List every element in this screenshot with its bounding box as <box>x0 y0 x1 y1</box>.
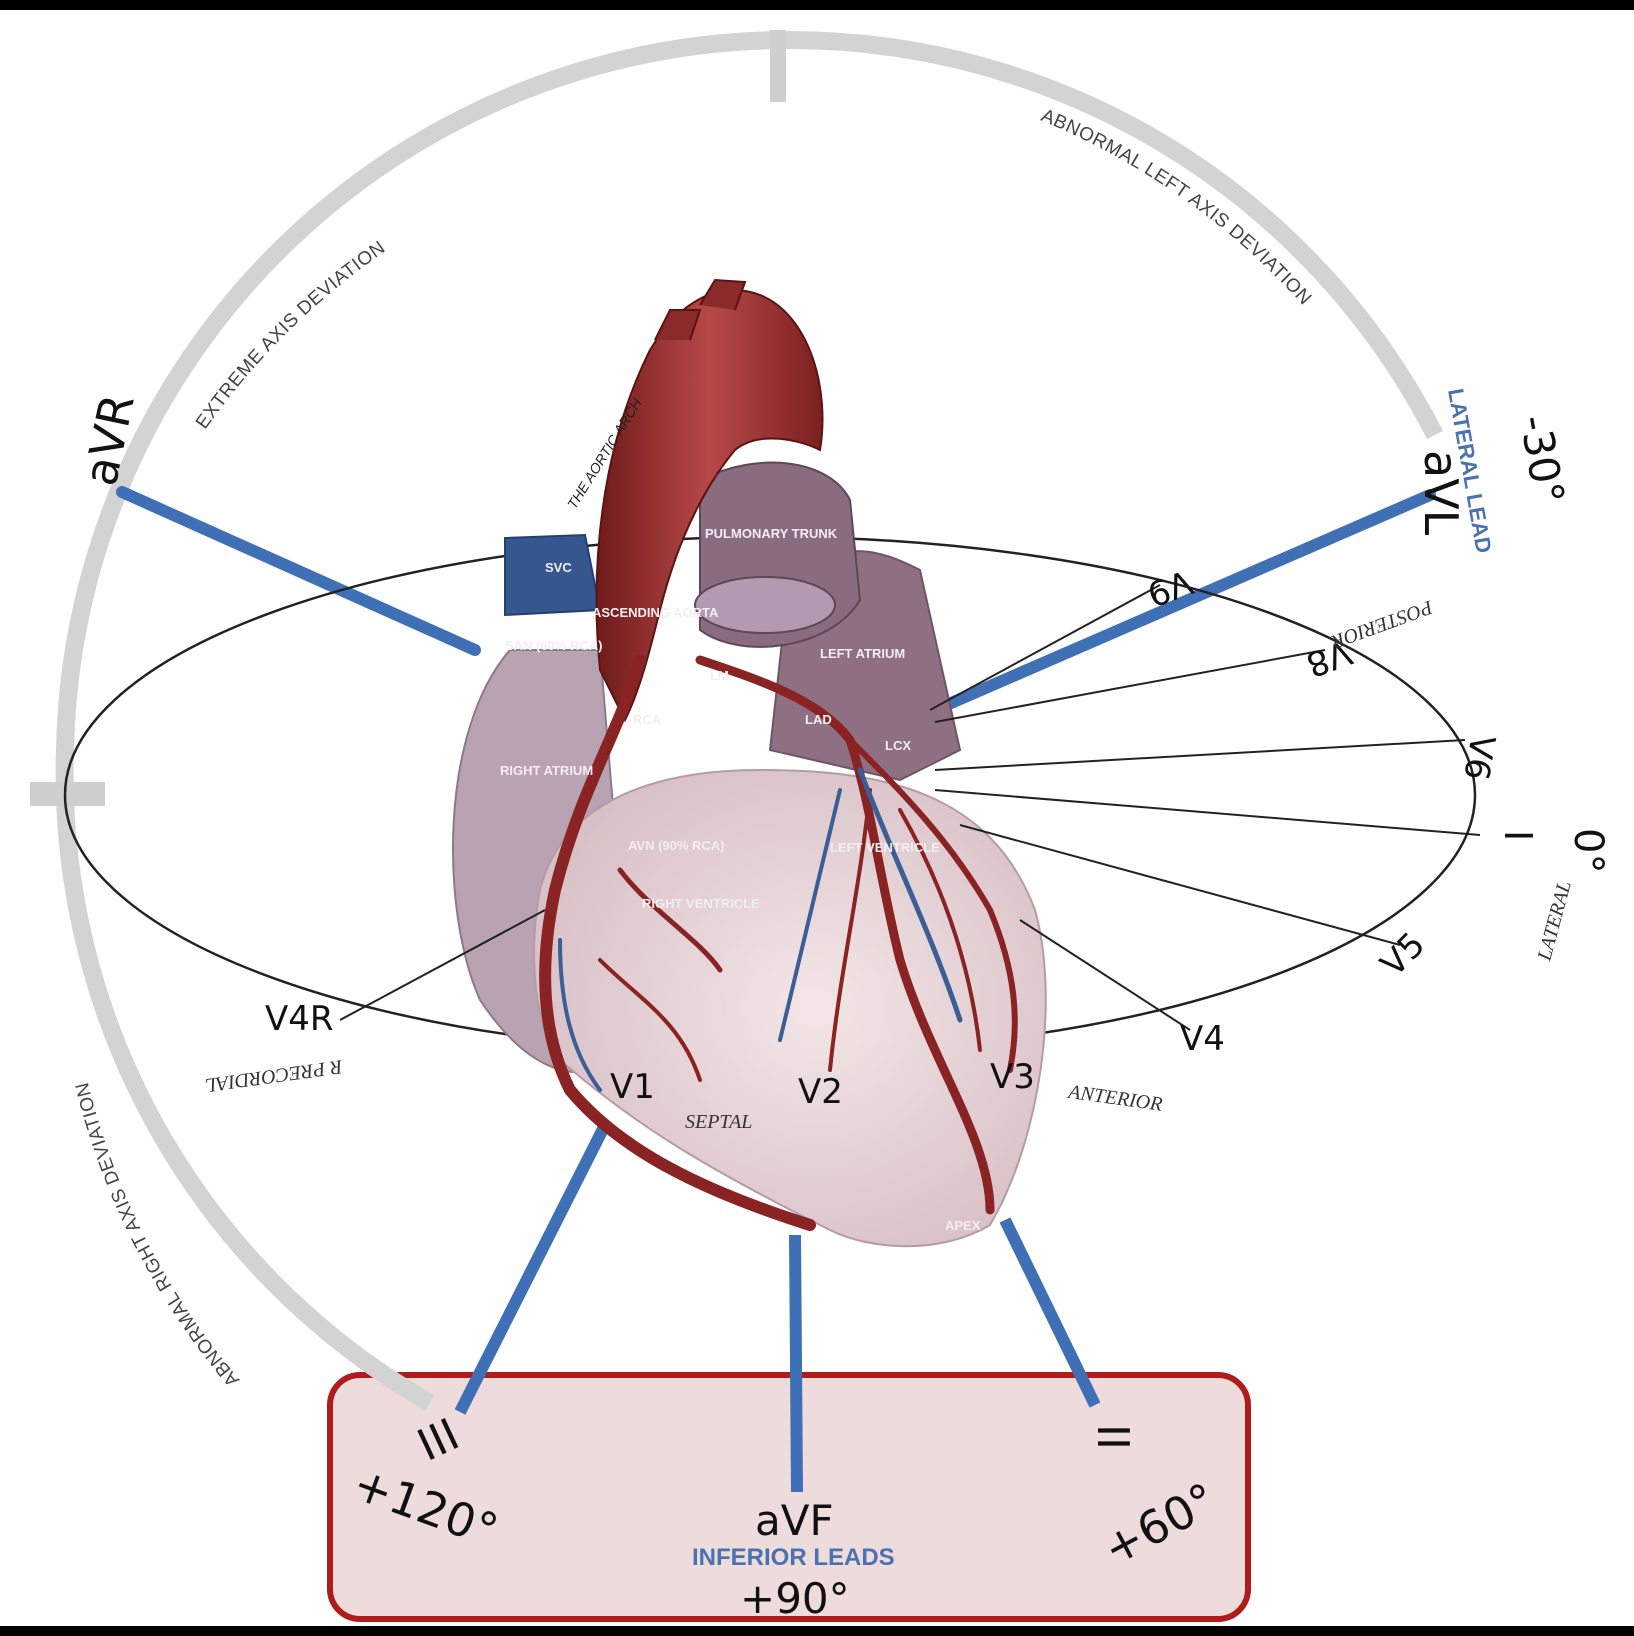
v5-label: V5 <box>1373 925 1433 985</box>
apex-label: APEX <box>945 1218 981 1233</box>
v4-label: V4 <box>1180 1019 1225 1059</box>
inferior-leads-label: INFERIOR LEADS <box>692 1544 895 1571</box>
left-axis-label: ABNORMAL LEFT AXIS DEVIATION <box>1038 105 1315 309</box>
v4r-label: V4R <box>265 999 334 1039</box>
lead-vectors <box>116 486 1436 1493</box>
precordial-lines <box>339 584 1481 1031</box>
lm-label: LM <box>710 668 729 683</box>
avf-vector <box>789 1234 803 1493</box>
san-label: SAN (60% RCA) <box>505 638 603 653</box>
diagram-canvas: EXTREME AXIS DEVIATION ABNORMAL LEFT AXI… <box>30 30 1611 1623</box>
right-atrium-label: RIGHT ATRIUM <box>500 763 593 778</box>
v3-label: V3 <box>990 1057 1035 1097</box>
inferior-highlight-box <box>327 1372 1251 1622</box>
rca-label: RCA <box>633 712 662 727</box>
v2-label: V2 <box>798 1072 843 1112</box>
lcx-label: LCX <box>885 738 911 753</box>
ventricles-shape <box>533 768 1047 1248</box>
extreme-axis-label: EXTREME AXIS DEVIATION <box>192 237 390 433</box>
avf-label: aVF <box>755 1496 834 1545</box>
axis-circle-arc <box>55 30 1444 1411</box>
aorta-shape <box>595 289 824 723</box>
right-ventricle-label: RIGHT VENTRICLE <box>642 896 760 911</box>
pulmonary-trunk-opening <box>694 576 836 634</box>
coronary-arteries <box>539 654 1018 1231</box>
lead-ii-vector <box>999 1217 1101 1408</box>
septal-label: SEPTAL <box>685 1111 752 1133</box>
left-atrium-label: LEFT ATRIUM <box>820 646 905 661</box>
posterior-label: POSTERIOR <box>1329 595 1437 652</box>
avr-vector <box>116 486 481 656</box>
left-tick <box>30 782 105 806</box>
lead-iii-vector <box>454 1122 611 1415</box>
aortic-arch-branches <box>654 278 747 341</box>
svc-shape <box>504 533 602 617</box>
left-ventricle-label: LEFT VENTRICLE <box>830 840 940 855</box>
svc-label: SVC <box>545 560 572 575</box>
ascending-aorta-label: ASCENDING AORTA <box>592 605 719 620</box>
ecg-axis-diagram: EXTREME AXIS DEVIATION ABNORMAL LEFT AXI… <box>0 10 1634 1626</box>
lead-i-degree-label: 0° <box>1565 828 1611 873</box>
v6-lateral-label: V6 <box>1455 732 1502 783</box>
avl-vector <box>929 489 1436 716</box>
pulmonary-trunk-label: PULMONARY TRUNK <box>705 526 838 541</box>
avn-label: AVN (90% RCA) <box>628 838 725 853</box>
v1-label: V1 <box>610 1067 655 1107</box>
lateral-region-label: LATERAL <box>1533 878 1576 963</box>
lead-ii-label: II <box>1087 1424 1138 1450</box>
heart-illustration: SVC PULMONARY TRUNK ASCENDING AORTA LEFT… <box>452 278 1047 1248</box>
lead-i-label: I <box>1496 830 1540 841</box>
avf-degree-label: +90° <box>740 1574 850 1623</box>
avl-degree-label: -30° <box>1510 411 1574 508</box>
anterior-label: ANTERIOR <box>1065 1081 1164 1116</box>
lad-label: LAD <box>805 712 832 727</box>
top-tick <box>770 30 786 102</box>
r-precordial-label: R PRECORDIAL <box>204 1055 345 1096</box>
avl-label: aVL <box>1414 450 1468 536</box>
